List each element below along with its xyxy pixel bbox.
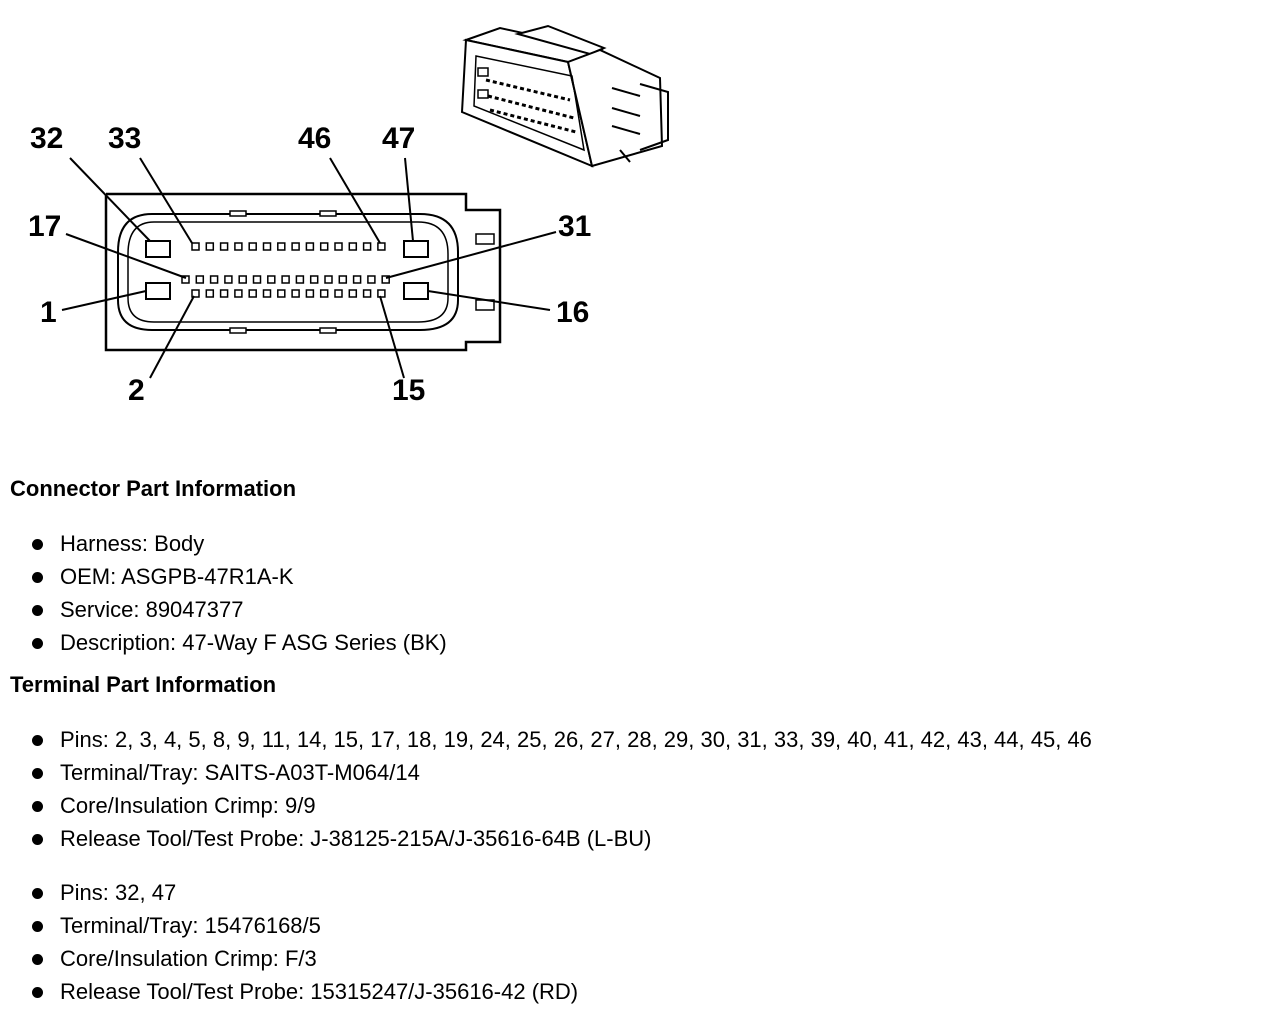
small-terminal [291, 289, 300, 298]
small-terminal [362, 242, 372, 251]
list-item: OEM: ASGPB-47R1A-K [32, 560, 447, 593]
small-terminal [262, 242, 272, 251]
list-item: Pins: 32, 47 [32, 876, 578, 909]
pin-label-15: 15 [392, 374, 425, 407]
small-terminal [262, 289, 272, 298]
small-terminal [219, 242, 229, 251]
connector-face [104, 192, 502, 352]
bullet-icon [32, 735, 43, 746]
bullet-icon [32, 834, 43, 845]
small-terminal [377, 242, 386, 251]
terminal-info-heading: Terminal Part Information [10, 672, 277, 697]
small-terminal [267, 275, 276, 284]
list-item: Pins: 2, 3, 4, 5, 8, 9, 11, 14, 15, 17, … [32, 723, 1092, 756]
small-terminal [219, 289, 229, 298]
small-terminal [295, 275, 305, 284]
pin-label-17: 17 [28, 210, 61, 243]
small-terminal [238, 275, 247, 284]
connector-3d-illustration [460, 24, 669, 168]
small-terminal [195, 275, 205, 284]
connector-diagram: 32 33 46 47 17 31 1 16 2 15 [28, 24, 669, 407]
small-terminal [205, 289, 215, 298]
small-terminal [224, 275, 233, 284]
small-terminal [352, 275, 362, 284]
bullet-icon [32, 987, 43, 998]
small-terminal [248, 242, 257, 251]
small-terminal [252, 275, 262, 284]
pin-label-31: 31 [558, 210, 591, 243]
pin-label-46: 46 [298, 122, 331, 155]
small-terminal [277, 289, 286, 298]
list-item: Release Tool/Test Probe: 15315247/J-3561… [32, 975, 578, 1008]
small-terminal [305, 242, 315, 251]
bullet-icon [32, 572, 43, 583]
connector-info-heading: Connector Part Information [10, 476, 297, 501]
large-terminals [145, 240, 429, 300]
pin-label-32: 32 [30, 122, 63, 155]
small-terminal [334, 289, 343, 298]
bullet-icon [32, 638, 43, 649]
terminal-47 [403, 240, 429, 258]
small-terminal [324, 275, 333, 284]
bullet-icon [32, 768, 43, 779]
bullet-icon [32, 801, 43, 812]
small-terminal [248, 289, 257, 298]
list-item: Terminal/Tray: SAITS-A03T-M064/14 [32, 756, 1092, 789]
small-terminal [191, 242, 200, 251]
list-item: Terminal/Tray: 15476168/5 [32, 909, 578, 942]
small-terminal [338, 275, 348, 284]
small-terminal [191, 289, 200, 298]
list-item: Core/Insulation Crimp: 9/9 [32, 789, 1092, 822]
terminal-16 [403, 282, 429, 300]
small-terminal [291, 242, 300, 251]
leader-lines [61, 157, 557, 379]
small-terminal [334, 242, 343, 251]
small-terminal [367, 275, 376, 284]
bullet-icon [32, 954, 43, 965]
small-terminal [377, 289, 386, 298]
small-terminal [319, 289, 329, 298]
bullet-icon [32, 539, 43, 550]
small-terminals [181, 242, 390, 298]
pin-label-1: 1 [40, 296, 57, 329]
small-terminal [362, 289, 372, 298]
bullet-icon [32, 888, 43, 899]
small-terminal [277, 242, 286, 251]
connector-info-list: Harness: Body OEM: ASGPB-47R1A-K Service… [32, 527, 447, 659]
list-item: Core/Insulation Crimp: F/3 [32, 942, 578, 975]
bullet-icon [32, 605, 43, 616]
small-terminal [209, 275, 219, 284]
small-terminal [319, 242, 329, 251]
small-terminal [305, 289, 315, 298]
pin-number-labels: 32 33 46 47 17 31 1 16 2 15 [28, 122, 591, 407]
small-terminal [234, 289, 243, 298]
list-item: Service: 89047377 [32, 593, 447, 626]
pin-label-47: 47 [382, 122, 415, 155]
terminal-group-1-list: Pins: 2, 3, 4, 5, 8, 9, 11, 14, 15, 17, … [32, 723, 1092, 855]
pin-label-16: 16 [556, 296, 589, 329]
small-terminal [281, 275, 290, 284]
list-item: Harness: Body [32, 527, 447, 560]
pin-label-33: 33 [108, 122, 141, 155]
small-terminal [309, 275, 319, 284]
pin-label-2: 2 [128, 374, 145, 407]
terminal-group-2-list: Pins: 32, 47 Terminal/Tray: 15476168/5 C… [32, 876, 578, 1008]
small-terminal [348, 289, 358, 298]
small-terminal [205, 242, 215, 251]
terminal-32 [145, 240, 171, 258]
small-terminal [381, 275, 390, 284]
bullet-icon [32, 921, 43, 932]
small-terminal [234, 242, 243, 251]
terminal-1 [145, 282, 171, 300]
list-item: Release Tool/Test Probe: J-38125-215A/J-… [32, 822, 1092, 855]
small-terminal [348, 242, 358, 251]
list-item: Description: 47-Way F ASG Series (BK) [32, 626, 447, 659]
small-terminal [181, 275, 190, 284]
